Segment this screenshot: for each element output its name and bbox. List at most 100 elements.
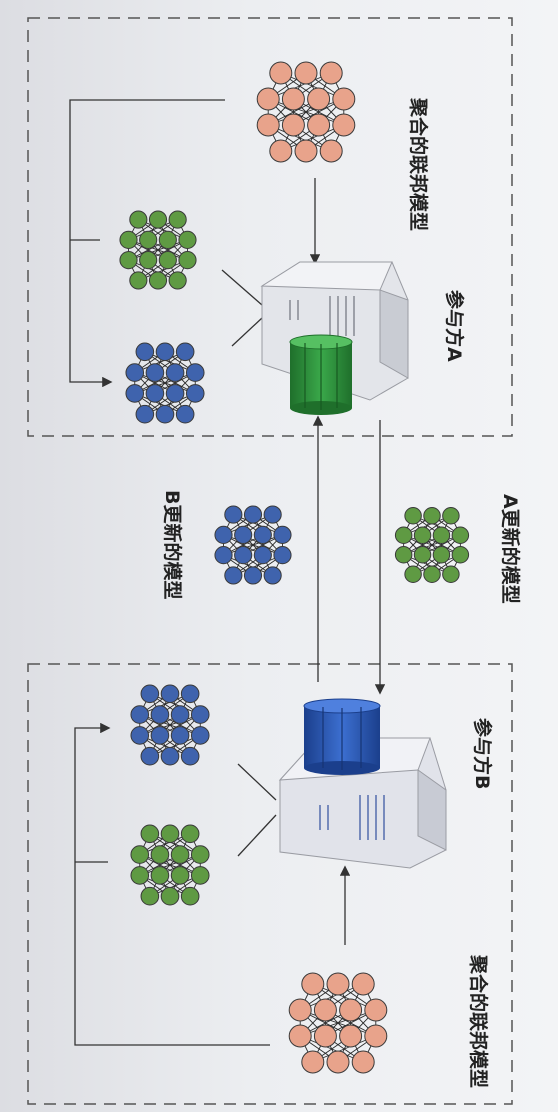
network-node	[125, 363, 145, 382]
network-edge	[223, 534, 283, 556]
network-node	[160, 824, 180, 844]
network-node	[273, 525, 292, 544]
network-node	[332, 113, 356, 137]
network-node	[404, 507, 422, 525]
network-node	[185, 363, 205, 382]
network-node	[119, 251, 138, 270]
network-node	[185, 384, 205, 403]
network-node	[168, 210, 187, 229]
network-node	[364, 1024, 388, 1048]
network-node	[168, 271, 187, 290]
network-node	[256, 87, 280, 111]
party-a-region	[27, 17, 513, 437]
network-node	[288, 998, 312, 1022]
network-node	[214, 525, 233, 544]
a-updated-model-label: A更新的模型	[499, 494, 522, 604]
party-a-label: 参与方A	[443, 290, 466, 362]
network-node	[451, 526, 470, 544]
federated-model-network-top-icon	[256, 61, 356, 163]
network-node	[150, 726, 170, 745]
network-node	[190, 705, 210, 724]
network-node	[190, 866, 210, 885]
party-a-database-icon	[289, 334, 353, 415]
network-node	[269, 61, 293, 85]
network-node	[145, 384, 165, 403]
network-node	[150, 705, 170, 724]
network-node	[263, 505, 282, 524]
aggregated-model-label-top: 聚合的联邦模型	[407, 97, 430, 231]
network-node	[139, 251, 158, 270]
network-node	[404, 565, 422, 583]
network-node	[234, 525, 253, 544]
network-node	[263, 566, 282, 585]
network-edge	[134, 372, 196, 394]
network-node	[140, 886, 160, 906]
network-node	[432, 526, 451, 544]
network-node	[175, 404, 195, 424]
network-node	[413, 526, 432, 544]
network-node	[155, 342, 175, 362]
network-node	[364, 998, 388, 1022]
party-b-blue-network-icon	[130, 684, 210, 766]
network-node	[130, 726, 150, 745]
network-node	[243, 505, 263, 524]
network-node	[234, 546, 253, 565]
network-node	[145, 363, 165, 382]
network-node	[129, 210, 148, 229]
network-node	[351, 1050, 375, 1074]
network-node	[224, 566, 243, 585]
network-node	[253, 525, 272, 544]
network-node	[119, 230, 138, 249]
network-node	[140, 746, 160, 766]
network-node	[130, 845, 150, 864]
network-node	[294, 139, 318, 163]
network-node	[339, 1024, 363, 1048]
network-node	[190, 845, 210, 864]
network-node	[170, 845, 190, 864]
network-node	[150, 845, 170, 864]
network-node	[148, 210, 168, 229]
network-edge	[128, 239, 188, 261]
network-node	[170, 705, 190, 724]
network-node	[394, 546, 413, 564]
network-node	[339, 998, 363, 1022]
network-node	[269, 139, 293, 163]
network-node	[326, 972, 350, 996]
network-node	[155, 404, 175, 424]
party-b-label: 参与方B	[471, 718, 494, 789]
network-node	[273, 546, 292, 565]
network-node	[423, 565, 441, 583]
network-node	[301, 1050, 325, 1074]
network-node	[319, 61, 343, 85]
party-a-green-network-icon	[119, 210, 197, 290]
network-edge	[139, 714, 201, 736]
network-node	[180, 886, 200, 906]
network-node	[326, 1050, 350, 1074]
network-node	[313, 998, 337, 1022]
network-node	[165, 384, 185, 403]
network-node	[313, 1024, 337, 1048]
network-node	[170, 726, 190, 745]
network-node	[256, 113, 280, 137]
network-node	[451, 546, 470, 564]
network-node	[442, 565, 460, 583]
network-node	[170, 866, 190, 885]
network-node	[180, 684, 200, 704]
network-node	[214, 546, 233, 565]
party-b-database-icon	[303, 698, 381, 775]
network-node	[432, 546, 451, 564]
network-node	[160, 746, 180, 766]
network-node	[281, 87, 305, 111]
network-edge	[300, 1009, 376, 1037]
a-updated-network-icon	[394, 507, 470, 583]
network-node	[175, 342, 195, 362]
network-node	[423, 507, 441, 525]
network-node	[301, 972, 325, 996]
network-node	[130, 866, 150, 885]
network-edge	[139, 854, 201, 876]
network-node	[129, 271, 148, 290]
network-node	[243, 566, 263, 585]
network-node	[140, 824, 160, 844]
network-node	[224, 505, 243, 524]
